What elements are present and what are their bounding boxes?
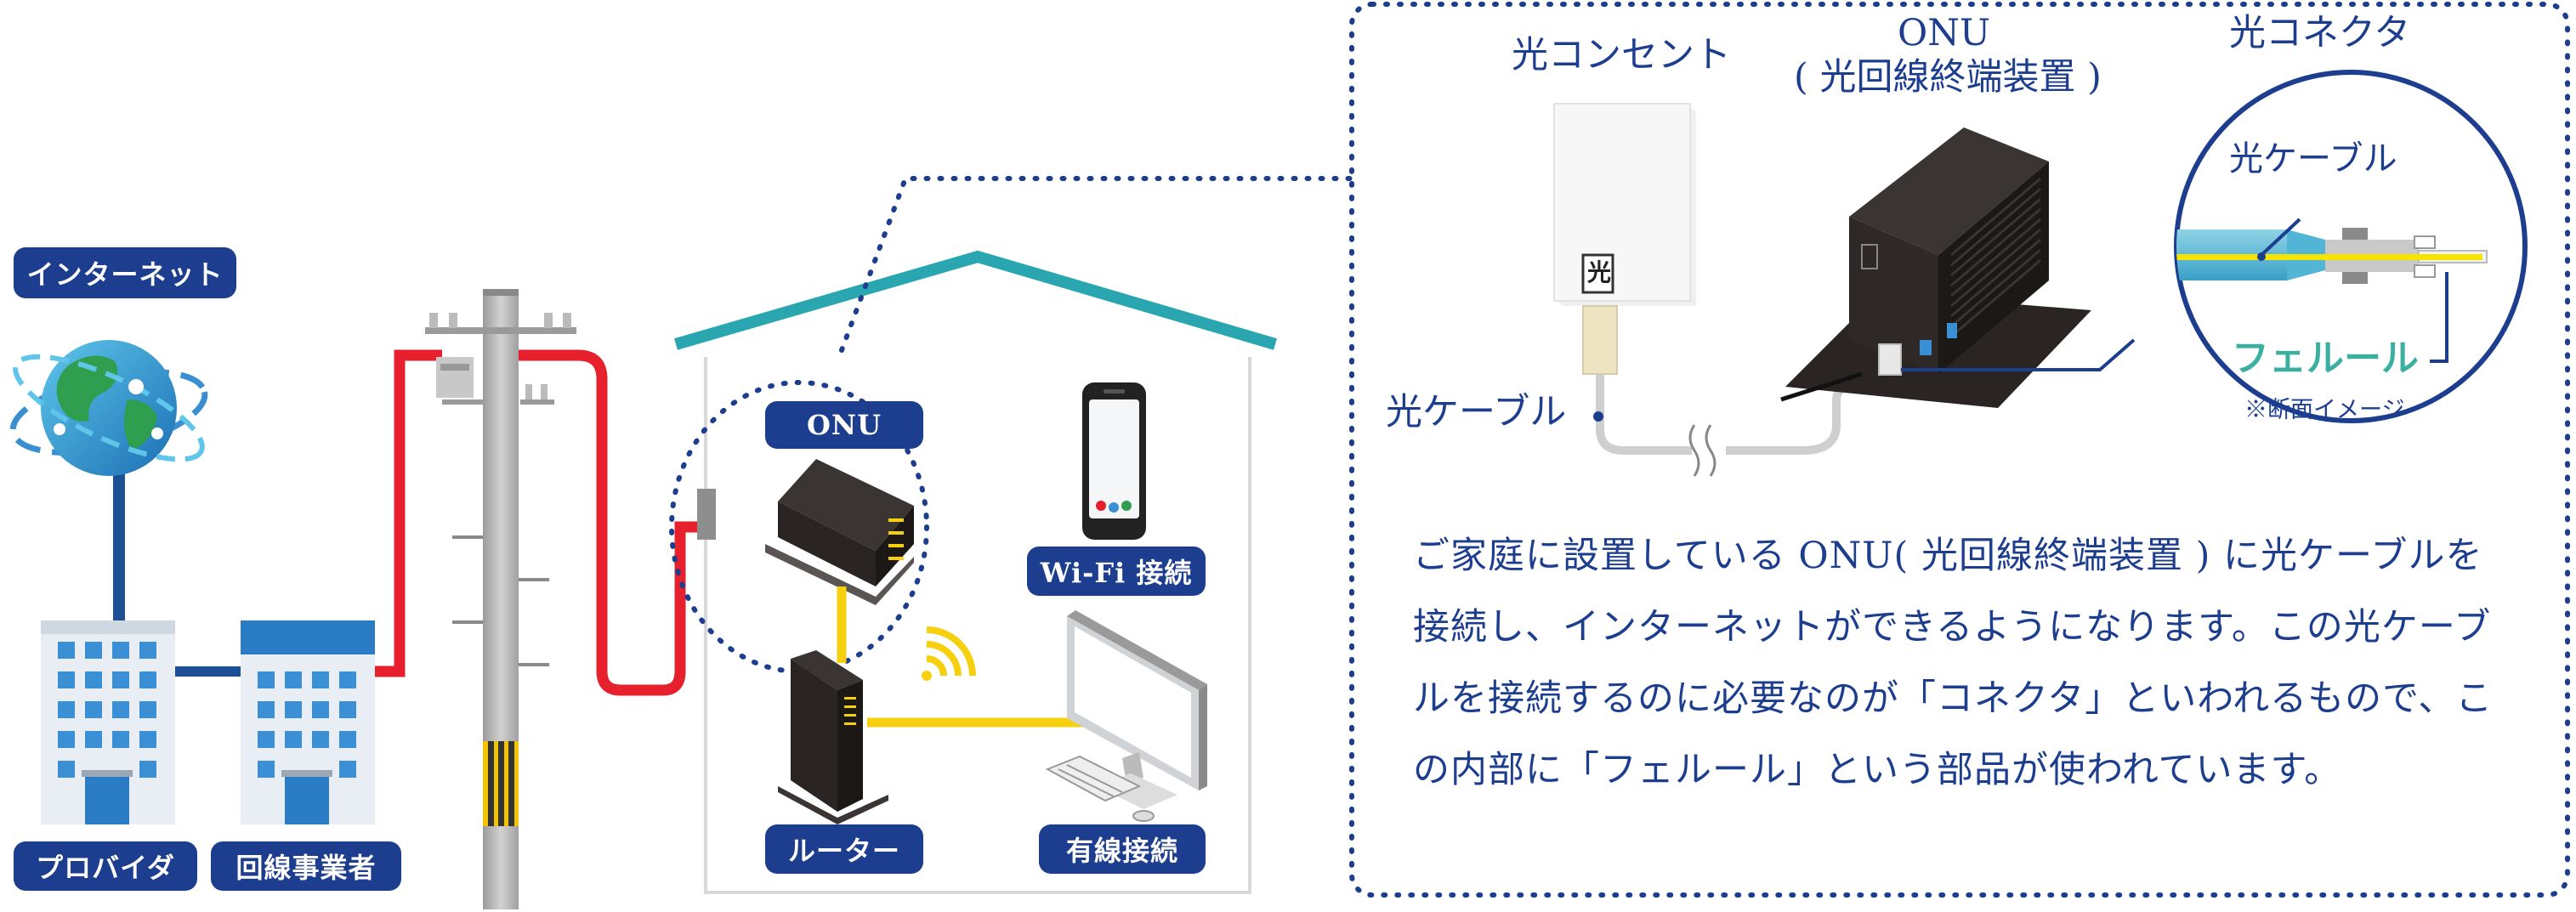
- cable-label: 光ケーブル: [1386, 391, 1567, 433]
- wifi-label: Wi-Fi 接続: [1027, 547, 1206, 596]
- connector-pointer-line: [1901, 338, 2136, 371]
- onu-subtitle: ( 光回線終端装置 ): [1794, 56, 2102, 99]
- onu-label: ONU: [765, 401, 923, 449]
- onu-title: ONU: [1898, 12, 1991, 54]
- globe-icon: [9, 340, 208, 629]
- onu-highlight-circle: [669, 380, 929, 674]
- outlet-mark: 光: [1587, 258, 1612, 286]
- utility-pole-icon: [425, 289, 576, 909]
- optical-outlet-icon: [1553, 103, 1696, 375]
- smartphone-icon: [1082, 382, 1146, 540]
- house-outline: [674, 250, 1277, 894]
- cable-pointer-dot: [1593, 411, 1603, 422]
- ferrule-label: フェルール: [2232, 337, 2419, 380]
- carrier-label: 回線事業者: [211, 841, 401, 891]
- zoom-callout-box: [1349, 2, 2570, 898]
- cable-inner-label: 光ケーブル: [2229, 139, 2397, 178]
- provider-label: プロバイダ: [14, 841, 197, 891]
- wired-label: 有線接続: [1039, 824, 1206, 874]
- connector-title: 光コネクタ: [2229, 12, 2411, 54]
- zoom-callout-line: [839, 176, 1354, 353]
- router-icon: [778, 650, 888, 824]
- connector-cross-section: [2174, 70, 2528, 423]
- desktop-computer-icon: [1045, 610, 1207, 822]
- outlet-title: 光コンセント: [1512, 34, 1731, 76]
- section-note: ※断面イメージ: [2244, 397, 2405, 423]
- fiber-line-red: [375, 349, 714, 696]
- carrier-building-icon: [241, 620, 375, 824]
- description-text: ご家庭に設置している ONU( 光回線終端装置 ) に光ケーブルを接続し、インタ…: [1413, 535, 2494, 791]
- onu-device-icon: [765, 459, 914, 605]
- onu-detail-icon: [1780, 127, 2091, 408]
- optical-outlet-small: [697, 489, 716, 540]
- lan-line-yellow: [837, 586, 1097, 728]
- router-label: ルーター: [765, 824, 923, 874]
- wifi-icon: [922, 626, 976, 681]
- provider-building-icon: [41, 620, 247, 824]
- internet-label: インターネット: [14, 247, 236, 298]
